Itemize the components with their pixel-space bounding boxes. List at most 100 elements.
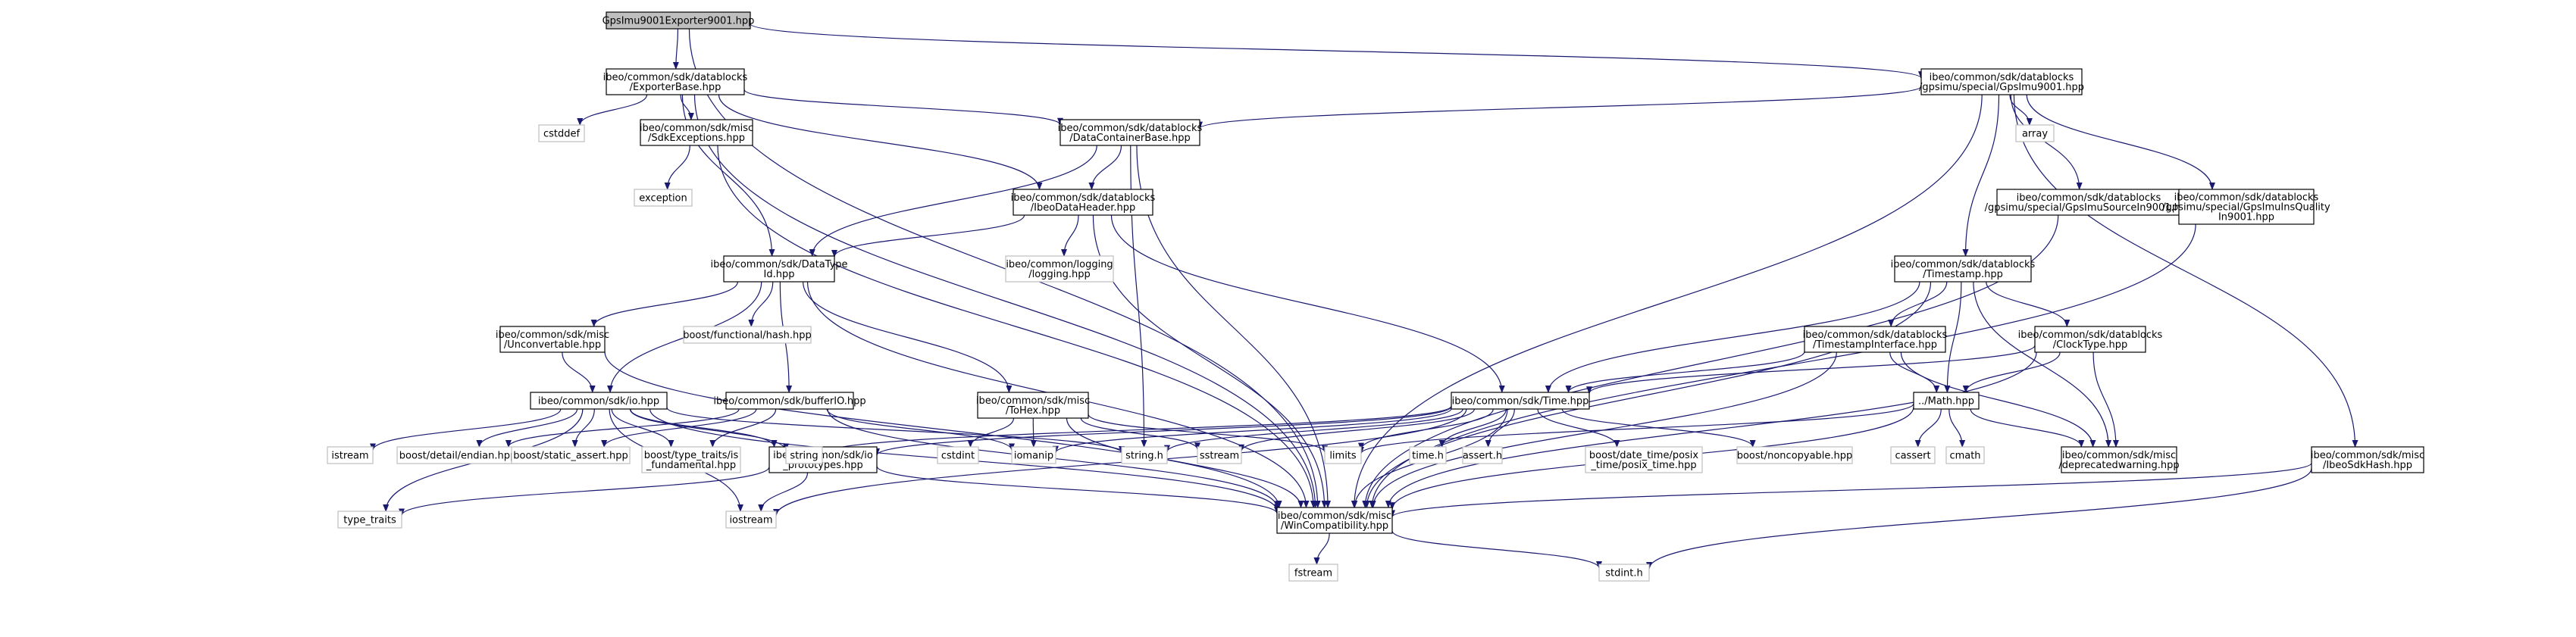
node-noncopyable: boost/noncopyable.hpp xyxy=(1736,446,1853,464)
edge-time-to-iomanip xyxy=(1053,407,1452,454)
node-label: ibeo/common/sdk/datablocks xyxy=(1058,123,1203,134)
edge-datatypeid-to-tohex xyxy=(803,281,1013,393)
node-deprecatedwarning[interactable]: ibeo/common/sdk/misc/deprecatedwarning.h… xyxy=(2058,446,2180,473)
node-tohex[interactable]: ibeo/common/sdk/misc/ToHex.hpp xyxy=(976,392,1090,419)
edge-ibeosdkhash-to-stdint_h xyxy=(1646,468,2312,570)
node-bufferio[interactable]: ibeo/common/sdk/bufferIO.hpp xyxy=(713,392,866,410)
node-box xyxy=(2034,326,2146,353)
edge-gpsimu_exporter-to-gpsimu9001 xyxy=(750,23,1924,80)
node-ibeodataheader[interactable]: ibeo/common/sdk/datablocks/IbeoDataHeade… xyxy=(1011,189,1156,216)
node-box xyxy=(1996,189,2181,216)
node-label: ibeo/common/sdk/bufferIO.hpp xyxy=(713,396,865,407)
node-box xyxy=(337,511,402,529)
node-gpsimu9001[interactable]: ibeo/common/sdk/datablocks/gpsimu/specia… xyxy=(1919,68,2084,95)
node-box xyxy=(1409,446,1447,464)
node-label: ibeo/common/sdk/datablocks xyxy=(1803,329,1948,341)
node-label: ibeo/common/logging xyxy=(1006,259,1113,270)
node-label: iomanip xyxy=(1014,451,1053,462)
node-sdkexceptions[interactable]: ibeo/common/sdk/misc/SdkExceptions.hpp xyxy=(640,119,753,146)
node-label: iostream xyxy=(729,515,772,526)
node-label: type_traits xyxy=(343,515,396,526)
node-gpsimusource[interactable]: ibeo/common/sdk/datablocks/gpsimu/specia… xyxy=(1985,189,2193,216)
edge-io-to-istream xyxy=(370,408,562,451)
node-label: ibeo/common/sdk/misc xyxy=(1278,511,1391,522)
node-box xyxy=(977,392,1089,419)
node-label: ibeo/common/sdk/datablocks xyxy=(603,72,748,83)
edge-io-to-is_fundamental xyxy=(611,408,675,448)
node-timestampinterface[interactable]: ibeo/common/sdk/datablocks/TimestampInte… xyxy=(1803,326,1948,353)
edge-exporterbase-to-cstddef xyxy=(577,94,648,126)
node-box xyxy=(1462,446,1503,464)
edge-clocktype-to-deprecatedwarning xyxy=(2092,351,2119,448)
node-label: cassert xyxy=(1895,451,1930,462)
node-label: /ExporterBase.hpp xyxy=(630,82,721,93)
node-label: /gpsimu/special/GpsImu9001.hpp xyxy=(1919,82,2084,93)
node-label: ibeo/common/sdk/misc xyxy=(496,329,609,341)
node-label: stdint.h xyxy=(1605,568,1642,579)
node-box xyxy=(641,446,741,473)
node-box xyxy=(2061,446,2177,473)
node-ibeosdkhash[interactable]: ibeo/common/sdk/misc/IbeoSdkHash.hpp xyxy=(2311,446,2424,473)
node-box xyxy=(1736,446,1853,464)
node-label: boost/detail/endian.hpp xyxy=(399,451,517,462)
edge-timestamp-to-deprecatedwarning xyxy=(1973,281,2112,448)
edge-math-to-limits xyxy=(1358,403,1914,454)
node-is-fundamental: boost/type_traits/is_fundamental.hpp xyxy=(641,446,741,473)
node-box xyxy=(723,255,835,283)
edge-tohex-to-iomanip xyxy=(1030,417,1037,448)
node-datacontainerbase[interactable]: ibeo/common/sdk/datablocks/DataContainer… xyxy=(1058,119,1203,146)
node-limits: limits xyxy=(1324,446,1362,464)
node-label: boost/functional/hash.hpp xyxy=(683,330,812,342)
edge-timestampinterface-to-deprecatedwarning xyxy=(1900,351,2096,448)
node-label: ibeo/common/sdk/misc xyxy=(976,395,1090,407)
edge-math-to-deprecatedwarning xyxy=(1970,408,2085,448)
node-label: /DataContainerBase.hpp xyxy=(1069,133,1190,144)
node-math[interactable]: ../Math.hpp xyxy=(1913,392,1980,410)
edge-io_prototypes-to-type_traits xyxy=(399,467,770,517)
node-exporterbase[interactable]: ibeo/common/sdk/datablocks/ExporterBase.… xyxy=(603,68,748,95)
node-label: ibeo/common/sdk/misc xyxy=(2062,450,2176,461)
edge-time-to-io_prototypes xyxy=(874,406,1452,456)
node-io-prototypes[interactable]: ibeo/common/sdk/io_prototypes.hpp xyxy=(768,446,878,473)
node-label: ibeo/common/sdk/misc xyxy=(2311,450,2424,461)
node-box xyxy=(725,511,777,529)
edge-sdkexceptions-to-exception xyxy=(664,145,690,190)
node-timestamp[interactable]: ibeo/common/sdk/datablocks/Timestamp.hpp xyxy=(1891,255,2036,283)
edge-bufferio-to-is_fundamental xyxy=(709,408,777,448)
node-time[interactable]: ibeo/common/sdk/Time.hpp xyxy=(1451,392,1590,410)
edge-io-to-endian xyxy=(476,408,578,448)
edge-gpsimu9001-to-array xyxy=(2009,94,2033,126)
node-istream: istream xyxy=(327,446,374,464)
node-box xyxy=(640,119,753,146)
node-label: ../Math.hpp xyxy=(1918,396,1974,407)
node-label: /TimestampInterface.hpp xyxy=(1813,339,1937,351)
node-label: assert.h xyxy=(1463,451,1502,462)
node-unconvertable[interactable]: ibeo/common/sdk/misc/Unconvertable.hpp xyxy=(496,326,609,353)
edge-time-to-string xyxy=(819,405,1452,455)
node-cstddef: cstddef xyxy=(538,124,585,142)
node-box xyxy=(683,326,812,344)
edge-tohex-to-cstdint xyxy=(967,417,1015,448)
edge-datacontainerbase-to-ibeodataheader xyxy=(1088,145,1122,190)
node-functional-hash: boost/functional/hash.hpp xyxy=(683,326,812,344)
edge-gpsimu9001-to-ibeosdkhash xyxy=(2013,94,2358,448)
node-label: boost/static_assert.hpp xyxy=(513,451,628,462)
node-label: sstream xyxy=(1200,451,1239,462)
node-box xyxy=(1324,446,1362,464)
edge-sdkexceptions-to-wincompat xyxy=(717,145,1317,508)
edge-bufferio-to-iomanip xyxy=(826,408,1015,451)
node-box xyxy=(634,189,693,207)
node-box xyxy=(1013,189,1153,216)
edge-datatypeid-to-unconvertable xyxy=(590,281,738,327)
node-clocktype[interactable]: ibeo/common/sdk/datablocks/ClockType.hpp xyxy=(2018,326,2163,353)
node-io[interactable]: ibeo/common/sdk/io.hpp xyxy=(530,392,668,410)
node-box xyxy=(1585,446,1703,473)
node-box xyxy=(530,392,668,410)
edge-timestampinterface-to-time xyxy=(1565,351,1805,393)
node-gpsimuinsquality[interactable]: ibeo/common/sdk/datablocks/gpsimu/specia… xyxy=(2162,189,2330,225)
node-label: /gpsimu/special/GpsImuSourceIn9001.hpp xyxy=(1985,202,2193,214)
node-wincompat[interactable]: ibeo/common/sdk/misc/WinCompatibility.hp… xyxy=(1276,507,1393,534)
node-string-h: string.h xyxy=(1121,446,1168,464)
